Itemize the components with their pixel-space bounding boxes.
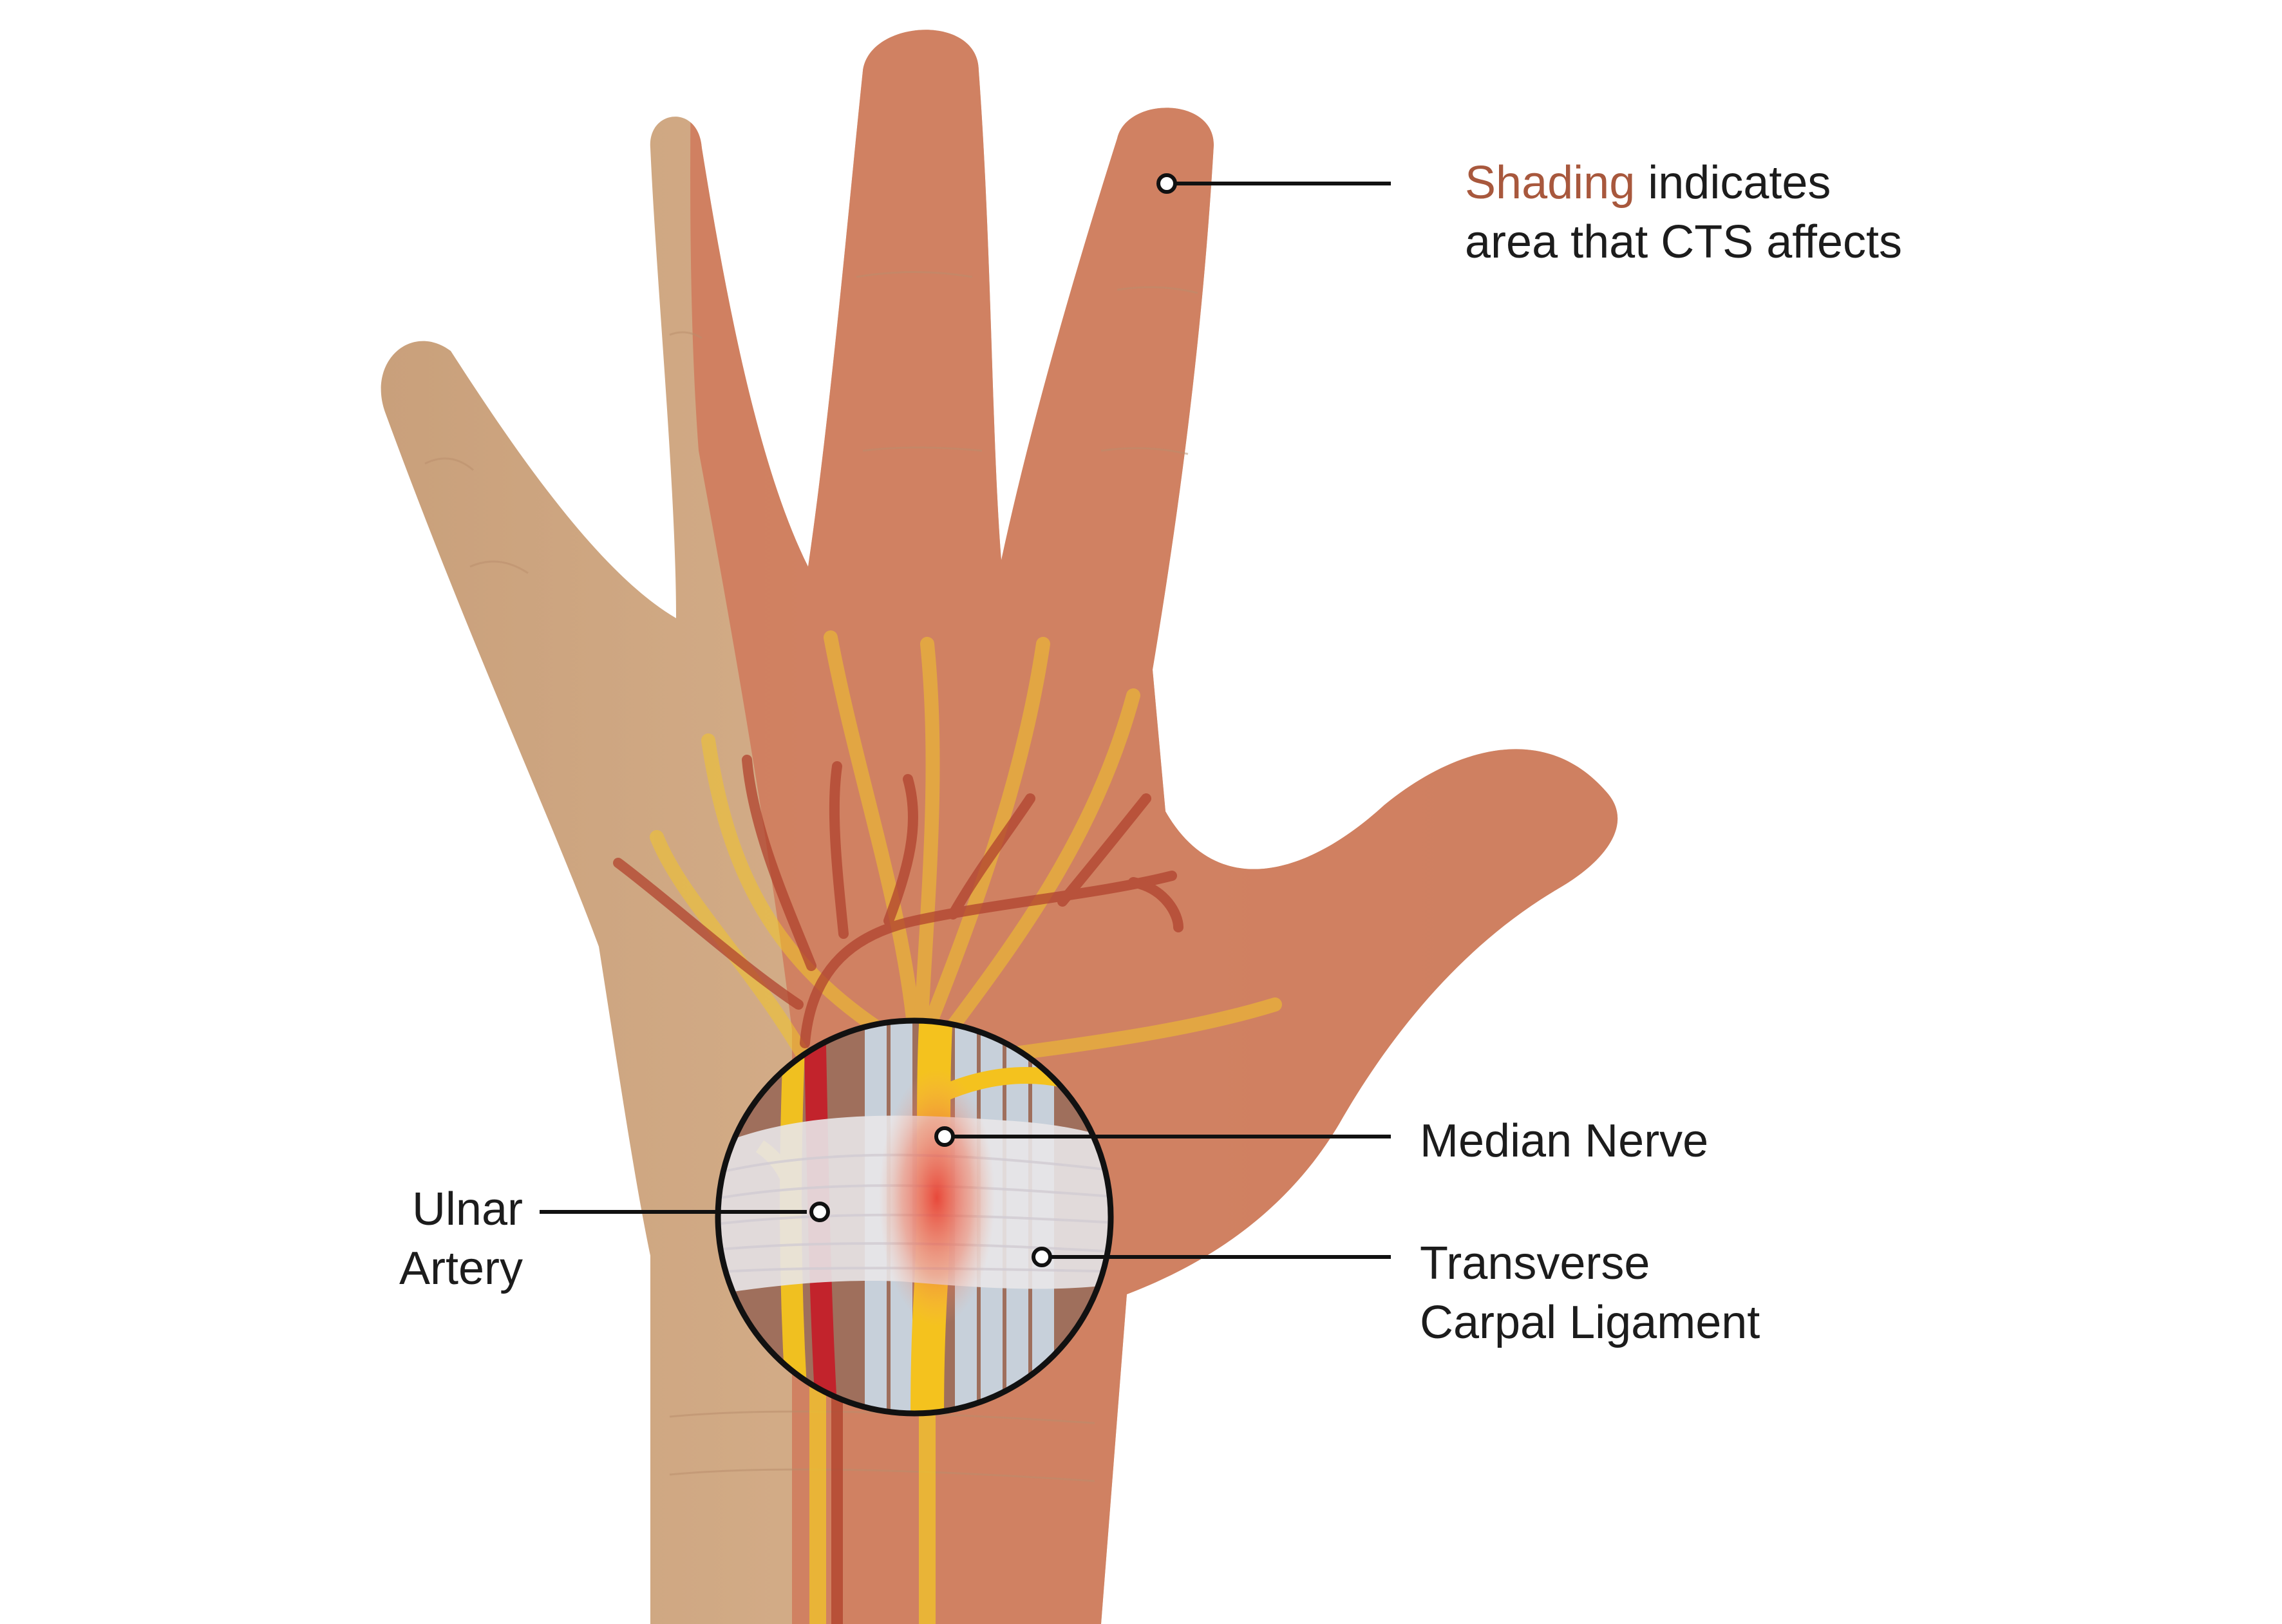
dot-ulnar-artery [809, 1202, 830, 1222]
dot-shading [1156, 173, 1177, 194]
transverse-line-1: Transverse [1420, 1238, 1650, 1289]
label-ulnar-artery: Ulnar Artery [380, 1180, 523, 1298]
transverse-line-2: Carpal Ligament [1420, 1297, 1760, 1348]
skin-creases [424, 271, 1198, 1482]
inflammation-glow [879, 1069, 995, 1327]
shading-line-1: Shading indicates [1465, 153, 1902, 212]
forearm-vessels [809, 1376, 936, 1624]
callout-dots [809, 173, 1177, 1267]
median-nerve-text: Median Nerve [1420, 1115, 1709, 1167]
arterial-arch [613, 755, 1183, 1048]
label-median-nerve: Median Nerve [1420, 1111, 1708, 1171]
shading-word: Shading [1465, 157, 1636, 209]
hand [381, 30, 1618, 1624]
label-shading-legend: Shading indicates area that CTS affects [1465, 153, 1902, 272]
leader-lines [540, 182, 1391, 1259]
shading-rest: indicates [1635, 157, 1831, 209]
shading-line-2: area that CTS affects [1465, 216, 1903, 268]
label-transverse-carpal-ligament: Transverse Carpal Ligament [1420, 1234, 1760, 1352]
carpal-tunnel-magnified-view [715, 1017, 1114, 1417]
dot-transverse-ligament [1032, 1247, 1052, 1267]
ulnar-line-2: Artery [399, 1243, 523, 1294]
dot-median-nerve [934, 1126, 955, 1147]
ulnar-line-1: Ulnar [411, 1184, 523, 1235]
